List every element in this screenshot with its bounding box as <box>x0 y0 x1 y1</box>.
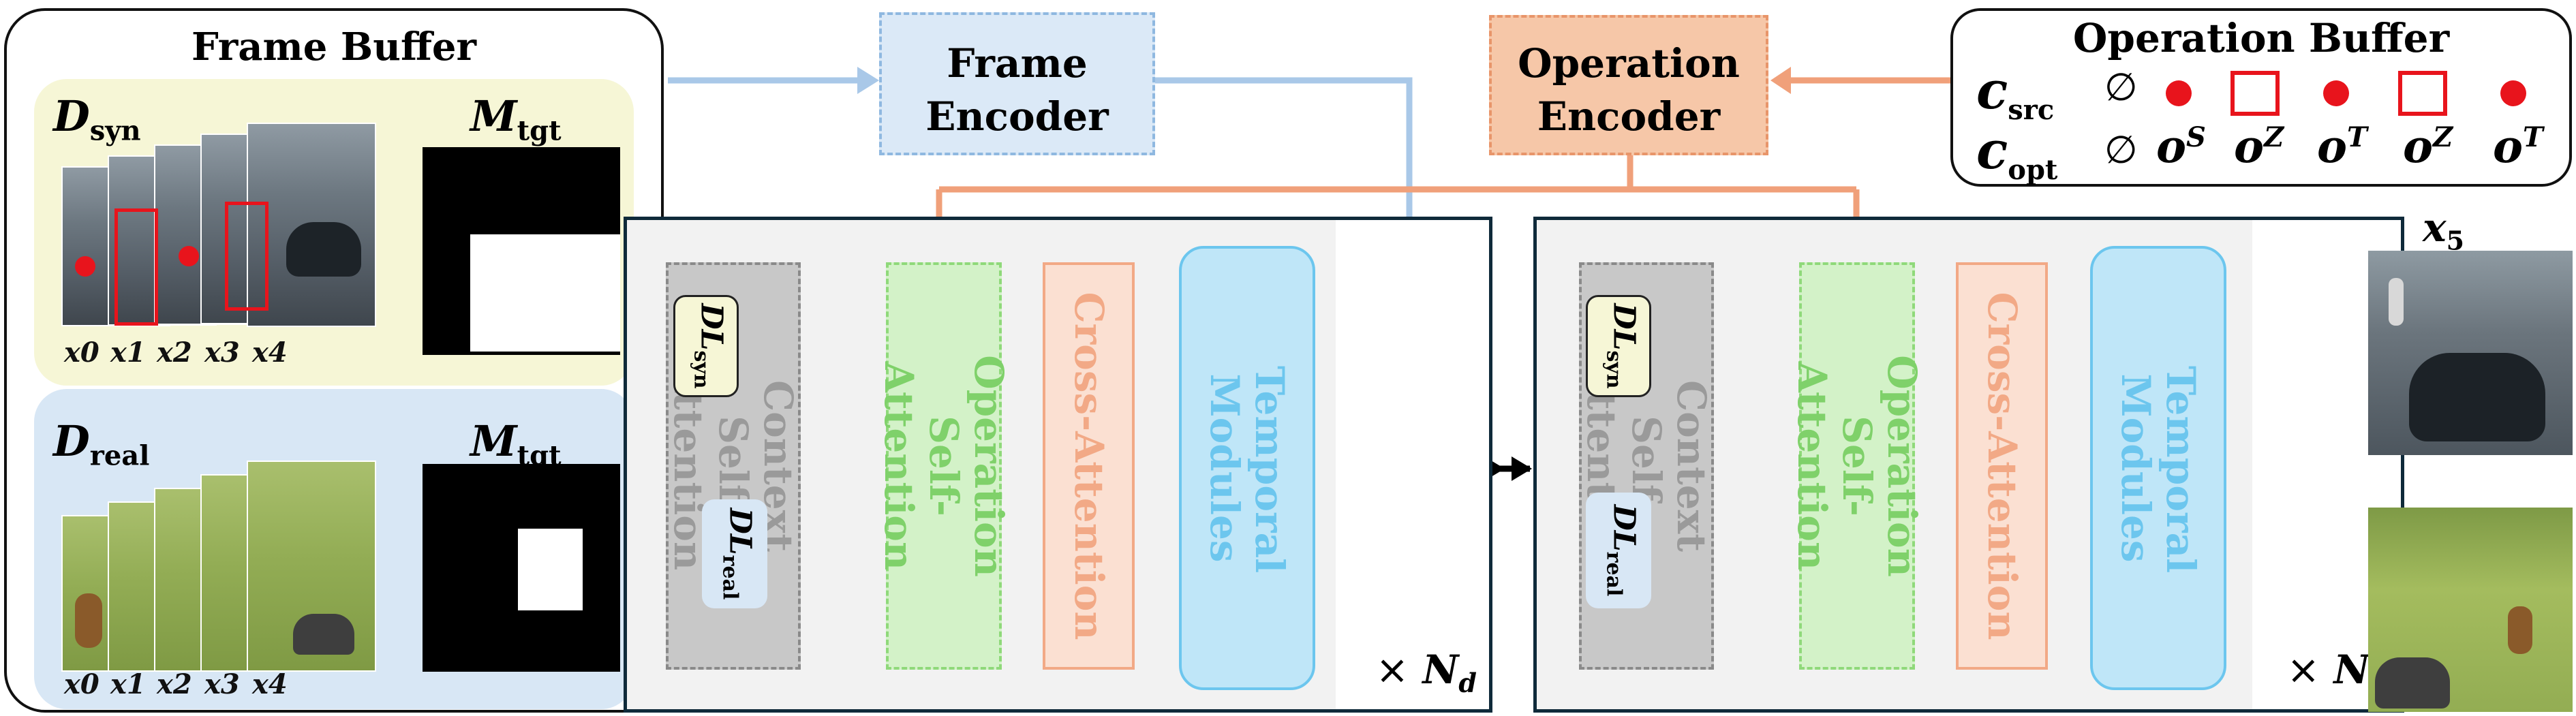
mask-real <box>423 464 620 672</box>
d-syn-label: Dsyn <box>53 91 141 147</box>
frame-encoder: Frame Encoder <box>879 12 1155 155</box>
operation-encoder: Operation Encoder <box>1489 15 1768 155</box>
temporal-modules: Temporal Modules <box>1179 246 1315 690</box>
temporal-modules-label: Temporal Modules <box>2113 366 2204 574</box>
temporal-modules-label: Temporal Modules <box>1201 366 1293 574</box>
m-tgt-label-syn: Mtgt <box>470 91 562 147</box>
c-opt-label: copt <box>1976 120 2058 187</box>
op-src-box <box>2230 71 2280 116</box>
op-o-z: oZ <box>2234 120 2284 173</box>
frame-buffer-panel: Frame Buffer Dsyn x0 x1 x2 x3 x4 Mtgt <box>4 8 664 713</box>
frame-label-x0: x0 <box>64 337 99 369</box>
output-frame-real <box>2368 508 2573 712</box>
frame-buffer-title: Frame Buffer <box>191 25 477 69</box>
op-src-dot <box>2166 80 2192 106</box>
operation-self-attention: Operation Self-Attention <box>876 262 1012 670</box>
frame-label-x3: x3 <box>204 668 240 700</box>
empty-set-src: ∅ <box>2104 65 2138 110</box>
frame-label-x1: x1 <box>110 337 146 369</box>
dog-silhouette <box>75 593 102 648</box>
op-src-box <box>2398 71 2447 116</box>
real-panel: Dreal x0 x1 x2 x3 x4 Mtgt <box>34 389 634 709</box>
dl-syn-badge: DLsyn <box>1586 295 1651 397</box>
arrow-op-encoder-branch <box>936 155 1860 244</box>
elephant-silhouette <box>2375 657 2450 709</box>
op-src-dot <box>2500 80 2526 106</box>
car-silhouette <box>2409 353 2545 441</box>
transformer-block-up: Context Self-Attention DLsyn DLreal Oper… <box>1533 217 2404 713</box>
red-box-marker <box>225 202 269 311</box>
car-silhouette <box>286 222 361 277</box>
arrowhead-op-encoder <box>1770 67 1791 94</box>
frame-label-x3: x3 <box>204 337 240 369</box>
output-label: x5 <box>2423 204 2465 256</box>
temporal-modules: Temporal Modules <box>2090 246 2226 690</box>
op-src-dot <box>2323 80 2349 106</box>
m-tgt-label-real: Mtgt <box>470 416 562 472</box>
dl-syn-badge: DLsyn <box>673 295 739 397</box>
operation-buffer-title: Operation Buffer <box>2072 15 2450 61</box>
frame-label-x2: x2 <box>157 337 192 369</box>
output-frame-synthetic <box>2368 251 2573 455</box>
cross-attention: Cross-Attention <box>1956 262 2048 670</box>
dl-real-badge: DLreal <box>1586 493 1651 608</box>
op-o-t: oT <box>2493 120 2543 173</box>
cross-attention-label: Cross-Attention <box>1978 292 2025 640</box>
elephant-silhouette <box>293 614 354 655</box>
dl-real-badge: DLreal <box>702 499 767 608</box>
operation-sa-label: Operation Self-Attention <box>876 355 1012 577</box>
transformer-block-down: Context Self-Attention DLsyn DLreal Oper… <box>624 217 1492 713</box>
syn-panel: Dsyn x0 x1 x2 x3 x4 Mtgt <box>34 79 634 386</box>
frame-label-x4: x4 <box>252 337 288 369</box>
frame-label-x0: x0 <box>64 668 99 700</box>
operation-self-attention: Operation Self-Attention <box>1789 262 1925 670</box>
dog-silhouette <box>2508 606 2532 654</box>
operation-encoder-label: Operation Encoder <box>1518 40 1740 140</box>
op-o-z: oZ <box>2403 120 2453 173</box>
mask-syn <box>423 147 620 355</box>
operation-buffer-panel: Operation Buffer csrc ∅ copt ∅ oS oZ oT … <box>1950 8 2572 187</box>
c-src-label: csrc <box>1976 60 2055 127</box>
pedestrian-silhouette <box>2389 278 2404 326</box>
frame-label-x2: x2 <box>157 668 192 700</box>
arrowhead-frame-encoder <box>857 67 879 94</box>
operation-sa-label: Operation Self-Attention <box>1789 355 1925 577</box>
empty-set-opt: ∅ <box>2104 128 2138 172</box>
frame-encoder-label: Frame Encoder <box>925 40 1109 140</box>
repeat-nd-label: × Nd <box>1375 647 1477 698</box>
red-box-marker <box>114 208 158 326</box>
cross-attention: Cross-Attention <box>1043 262 1135 670</box>
cross-attention-label: Cross-Attention <box>1065 292 1112 640</box>
frame-label-x4: x4 <box>252 668 288 700</box>
frame-label-x1: x1 <box>110 668 146 700</box>
op-o-t: oT <box>2317 120 2367 173</box>
op-o-s: oS <box>2156 120 2206 173</box>
red-dot-marker <box>75 256 95 277</box>
d-real-label: Dreal <box>53 416 150 472</box>
red-dot-marker <box>179 246 199 266</box>
